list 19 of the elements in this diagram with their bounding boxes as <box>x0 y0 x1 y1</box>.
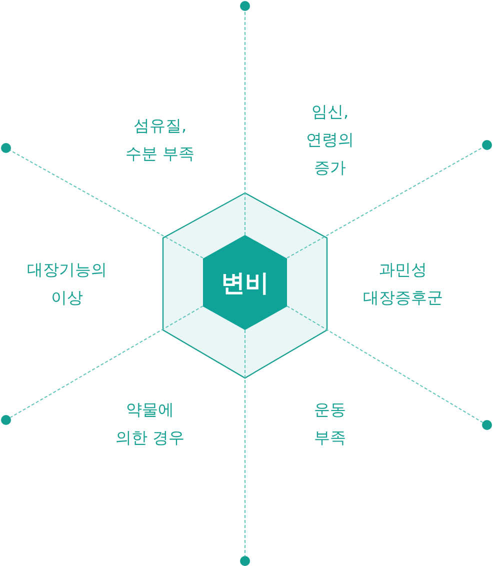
dashed-line <box>286 306 484 423</box>
dashed-line <box>10 306 204 418</box>
factor-label: 약물에 의한 경우 <box>114 399 186 449</box>
factor-label: 운동 부족 <box>313 399 347 449</box>
dot <box>1 415 11 425</box>
dot <box>240 556 250 566</box>
dot <box>240 1 250 11</box>
dashed-line <box>244 10 246 236</box>
factor-label: 과민성 대장증후군 <box>362 259 444 309</box>
factor-label: 임신, 연령의 증가 <box>305 101 355 179</box>
dashed-line <box>286 146 484 258</box>
dot <box>482 420 492 430</box>
dashed-line <box>244 330 246 556</box>
factor-label: 섬유질, 수분 부족 <box>124 115 196 165</box>
dot <box>482 140 492 150</box>
hexagon-node: 변비 <box>203 235 287 330</box>
factor-label: 대장기능의 이상 <box>26 259 108 309</box>
dot <box>1 143 11 153</box>
dashed-line <box>10 150 204 258</box>
